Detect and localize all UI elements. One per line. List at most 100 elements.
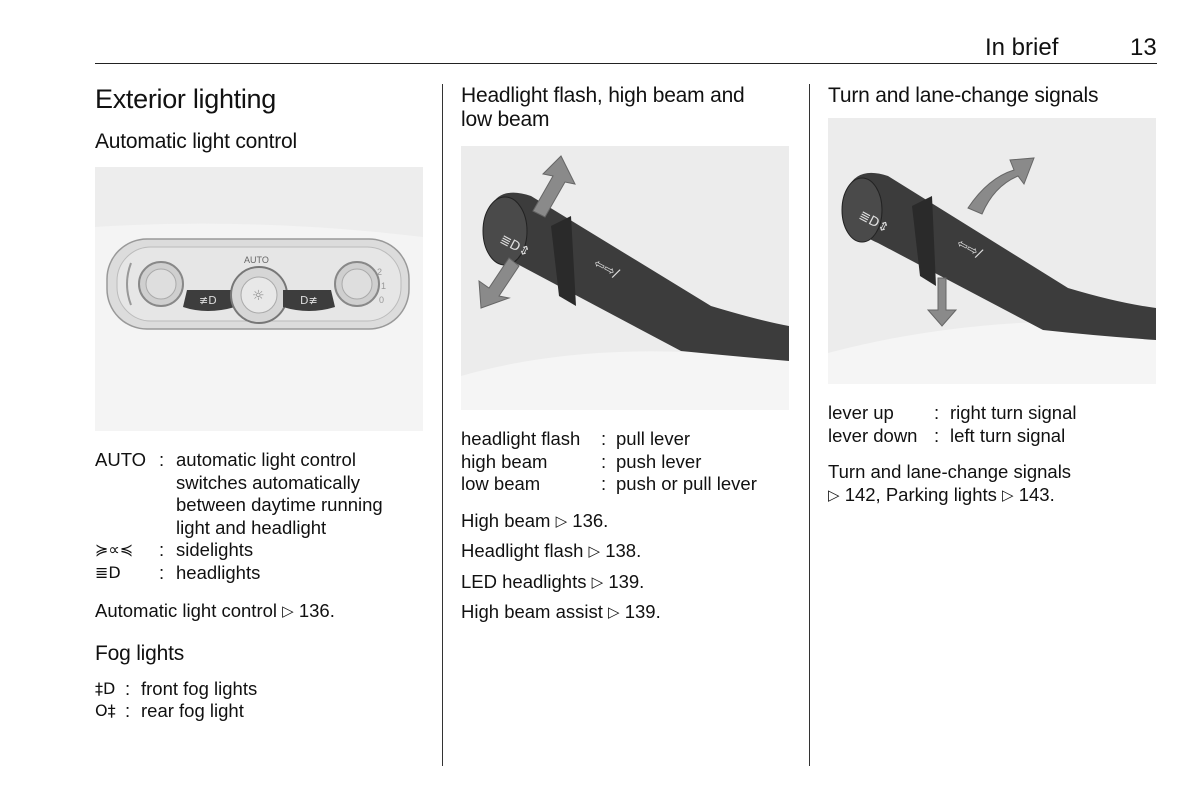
light-switch-figure: ≢D ☼ AUTO D≢ 2 1 0 xyxy=(95,167,423,431)
rear-fog-icon: O‡ xyxy=(95,701,116,720)
led-headlights-ref[interactable]: LED headlights ▷ 139. xyxy=(461,571,791,595)
ref-page: 136. xyxy=(298,600,335,621)
down-arrow xyxy=(926,277,958,327)
ref-page: 139. xyxy=(608,570,645,592)
svg-text:1: 1 xyxy=(381,281,386,291)
pull-arrow xyxy=(478,257,520,309)
sidelights-icon: ≽∝≼ xyxy=(95,540,134,559)
legend-row-sidelights: ≽∝≼ : sidelights xyxy=(95,539,425,562)
sidelights-text: sidelights xyxy=(176,539,254,560)
legend-row: headlight flash : pull lever xyxy=(461,428,757,451)
fog-lights-heading: Fog lights xyxy=(95,641,185,665)
legend-key: high beam xyxy=(461,450,548,472)
auto-desc-line: automatic light control xyxy=(176,449,356,470)
reference-arrow-icon: ▷ xyxy=(591,573,604,591)
legend-sep: : xyxy=(601,450,607,472)
legend-sep: : xyxy=(934,402,940,423)
heading-line: low beam xyxy=(461,108,550,131)
header-rule xyxy=(95,63,1157,64)
automatic-light-control-heading: Automatic light control xyxy=(95,130,297,153)
turn-signals-heading: Turn and lane-change signals xyxy=(828,84,1099,107)
auto-label: AUTO xyxy=(244,255,269,265)
ref-text: Headlight flash xyxy=(461,540,584,561)
legend-row: lever down : left turn signal xyxy=(828,425,1076,448)
front-fog-icon: ‡D xyxy=(95,678,116,698)
reference-arrow-icon: ▷ xyxy=(555,512,568,530)
auto-legend: AUTO : automatic light control switches … xyxy=(95,449,425,539)
auto-desc-line: switches automatically xyxy=(176,471,361,493)
svg-text:2: 2 xyxy=(377,267,382,277)
svg-text:0: 0 xyxy=(379,295,384,305)
ref-text: High beam assist xyxy=(461,601,603,622)
ref-text: Turn and lane-change signals xyxy=(828,461,1072,482)
rear-fog-text: rear fog light xyxy=(141,700,244,721)
legend-row: lever up : right turn signal xyxy=(828,402,1076,425)
high-beam-assist-ref[interactable]: High beam assist ▷ 139. xyxy=(461,601,791,625)
headlight-lever-figure: ≣D⇕ ⇦⇨/ xyxy=(461,146,789,410)
headlight-legend-table: headlight flash : pull lever high beam :… xyxy=(461,428,757,496)
ref-page: 139. xyxy=(624,601,661,622)
column-divider-1 xyxy=(442,84,443,766)
page-number: 13 xyxy=(1130,34,1157,61)
legend-value: push lever xyxy=(616,450,702,472)
ref-text: LED headlights xyxy=(461,570,587,592)
svg-text:D≢: D≢ xyxy=(300,294,318,307)
column-exterior-lighting: Exterior lighting Automatic light contro… xyxy=(95,84,425,723)
legend-row: low beam : push or pull lever xyxy=(461,473,757,496)
auto-key: AUTO xyxy=(95,449,147,470)
auto-sep: : xyxy=(159,449,165,470)
light-switch-illustration: ≢D ☼ AUTO D≢ 2 1 0 xyxy=(95,167,423,431)
legend-key: lever down xyxy=(828,424,918,446)
push-arrow xyxy=(532,155,576,218)
svg-text:☼: ☼ xyxy=(252,288,265,304)
legend-key: lever up xyxy=(828,402,894,423)
legend-row-front-fog: ‡D : front fog lights xyxy=(95,678,425,701)
reference-arrow-icon: ▷ xyxy=(588,543,601,560)
legend-sep: : xyxy=(125,677,131,699)
column-headlight-flash: Headlight flash, high beam and low beam … xyxy=(461,84,791,625)
ref-text: High beam xyxy=(461,509,551,531)
ref-page: 136. xyxy=(572,509,609,531)
ref-page: 138. xyxy=(605,540,642,561)
automatic-light-control-ref[interactable]: Automatic light control ▷ 136. xyxy=(95,600,425,624)
reference-arrow-icon: ▷ xyxy=(282,603,294,620)
turn-signal-legend-table: lever up : right turn signal lever down … xyxy=(828,402,1076,447)
auto-desc-line: light and headlight xyxy=(176,516,327,538)
headlights-text: headlights xyxy=(176,561,261,583)
headlight-flash-heading: Headlight flash, high beam and low beam xyxy=(461,84,791,132)
legend-key: headlight flash xyxy=(461,428,581,449)
page-section-title: In brief xyxy=(985,34,1059,61)
legend-value: right turn signal xyxy=(950,402,1077,423)
headlight-flash-ref[interactable]: Headlight flash ▷ 138. xyxy=(461,540,791,564)
reference-arrow-icon: ▷ xyxy=(1002,486,1014,504)
front-fog-text: front fog lights xyxy=(141,677,258,699)
high-beam-ref[interactable]: High beam ▷ 136. xyxy=(461,510,791,534)
exterior-lighting-heading: Exterior lighting xyxy=(95,84,276,114)
column-divider-2 xyxy=(809,84,810,766)
headlights-icon: ≣D xyxy=(95,562,121,582)
legend-sep: : xyxy=(159,561,165,583)
turn-signals-ref[interactable]: Turn and lane-change signals ▷ 142, Park… xyxy=(828,461,1158,507)
legend-sep: : xyxy=(601,473,607,494)
turn-signal-lever-figure: ≣D⇕ ⇦⇨/ xyxy=(828,118,1156,384)
legend-value: pull lever xyxy=(616,428,691,449)
legend-value: left turn signal xyxy=(950,424,1066,446)
auto-desc-line: between daytime running xyxy=(176,494,383,515)
legend-sep: : xyxy=(159,539,165,560)
headlight-lever-illustration: ≣D⇕ ⇦⇨/ xyxy=(461,146,789,410)
svg-text:≢D: ≢D xyxy=(199,294,217,307)
column-turn-signals: Turn and lane-change signals ≣D⇕ ⇦⇨/ lev… xyxy=(828,84,1158,507)
legend-row-rear-fog: O‡ : rear fog light xyxy=(95,700,425,723)
legend-sep: : xyxy=(934,424,940,446)
ref-text: Automatic light control xyxy=(95,600,278,621)
reference-arrow-icon: ▷ xyxy=(608,604,620,621)
legend-sep: : xyxy=(125,700,131,721)
heading-line: Headlight flash, high beam and xyxy=(461,84,745,107)
legend-sep: : xyxy=(601,428,607,449)
legend-value: push or pull lever xyxy=(616,473,757,494)
legend-key: low beam xyxy=(461,473,541,494)
turn-signal-lever-illustration: ≣D⇕ ⇦⇨/ xyxy=(828,118,1156,384)
up-arrow xyxy=(967,157,1035,215)
legend-row: high beam : push lever xyxy=(461,451,757,474)
reference-arrow-icon: ▷ xyxy=(828,486,840,504)
